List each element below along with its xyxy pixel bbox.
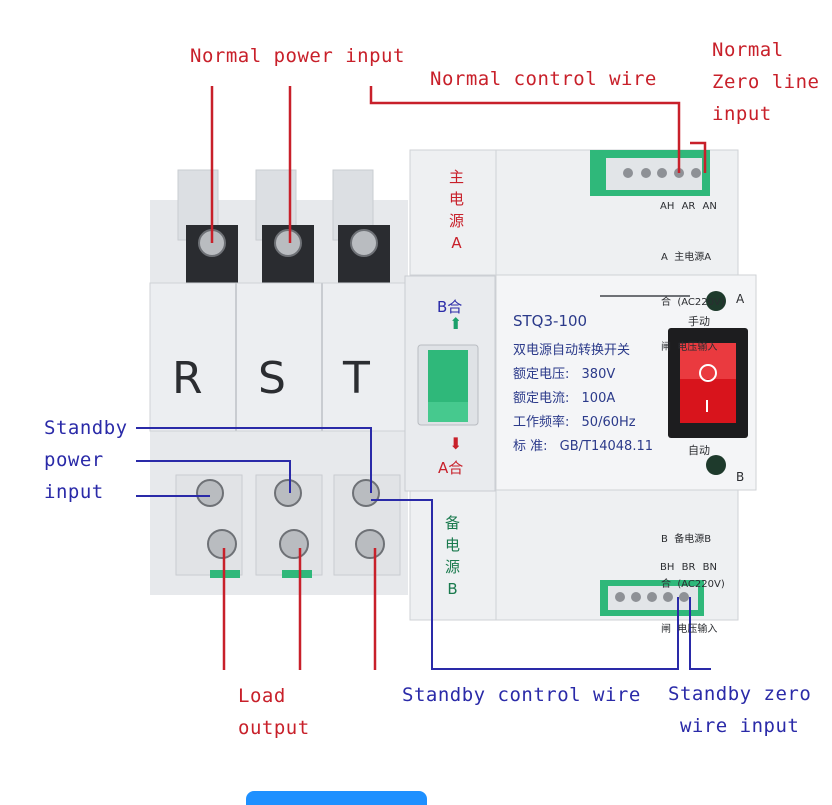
auto-label: 自动 [688,444,710,457]
label-standby-control-wire: Standby control wire [402,684,641,706]
phase-label-r: R [172,353,204,404]
source-strip [409,149,499,621]
label-standby-zero-wire-input: Standby zero wire input [668,683,812,737]
down-arrow-icon: ⬇ [449,434,463,453]
label-standby-power-input: Standby power input [44,417,128,503]
rocker-on-icon [699,364,717,382]
phase-label-t: T [343,353,371,404]
bottom-action-button[interactable] [246,791,427,805]
bottom-terminal-screws [615,592,689,602]
controller-body [495,149,757,621]
blue-leader-lines [136,427,711,670]
switch-top-label: B合 [437,298,463,316]
phase-label-s: S [258,353,287,404]
breaker-body [149,169,409,595]
label-normal-zero-line-input: Normal Zero line input [712,39,820,125]
bottom-terminal-codes: BH BR BN [660,562,717,573]
bottom-terminal-desc: B 备电源B 合 (AC220V) 闸 电压输入 [661,534,725,635]
manual-label: 手动 [688,315,710,328]
switch-module [404,275,496,492]
indicator-a-label: A [736,292,745,306]
label-load-output: Load output [238,685,310,739]
indicator-b-label: B [736,470,745,484]
rocker-off-icon [706,400,708,412]
model-label: STQ3-100 [513,312,588,330]
red-leader-lines [210,86,707,670]
label-normal-control-wire: Normal control wire [430,68,657,90]
switch-bottom-label: A合 [438,459,464,477]
label-normal-power-input: Normal power input [190,45,405,67]
top-terminal-desc: A 主电源A 合 (AC220V) 闸 电压输入 [661,252,725,353]
up-arrow-icon: ⬆ [449,314,463,333]
top-terminal-screws [623,168,701,178]
top-terminal-codes: AH AR AN [660,201,717,212]
spec-list: 额定电压: 380V 额定电流: 100A 工作频率: 50/60Hz 标 准:… [513,367,653,454]
backup-source-label: 备 电 源 B [445,514,461,598]
main-source-label: 主 电 源 A [449,168,465,252]
product-name: 双电源自动转换开关 [513,343,631,358]
